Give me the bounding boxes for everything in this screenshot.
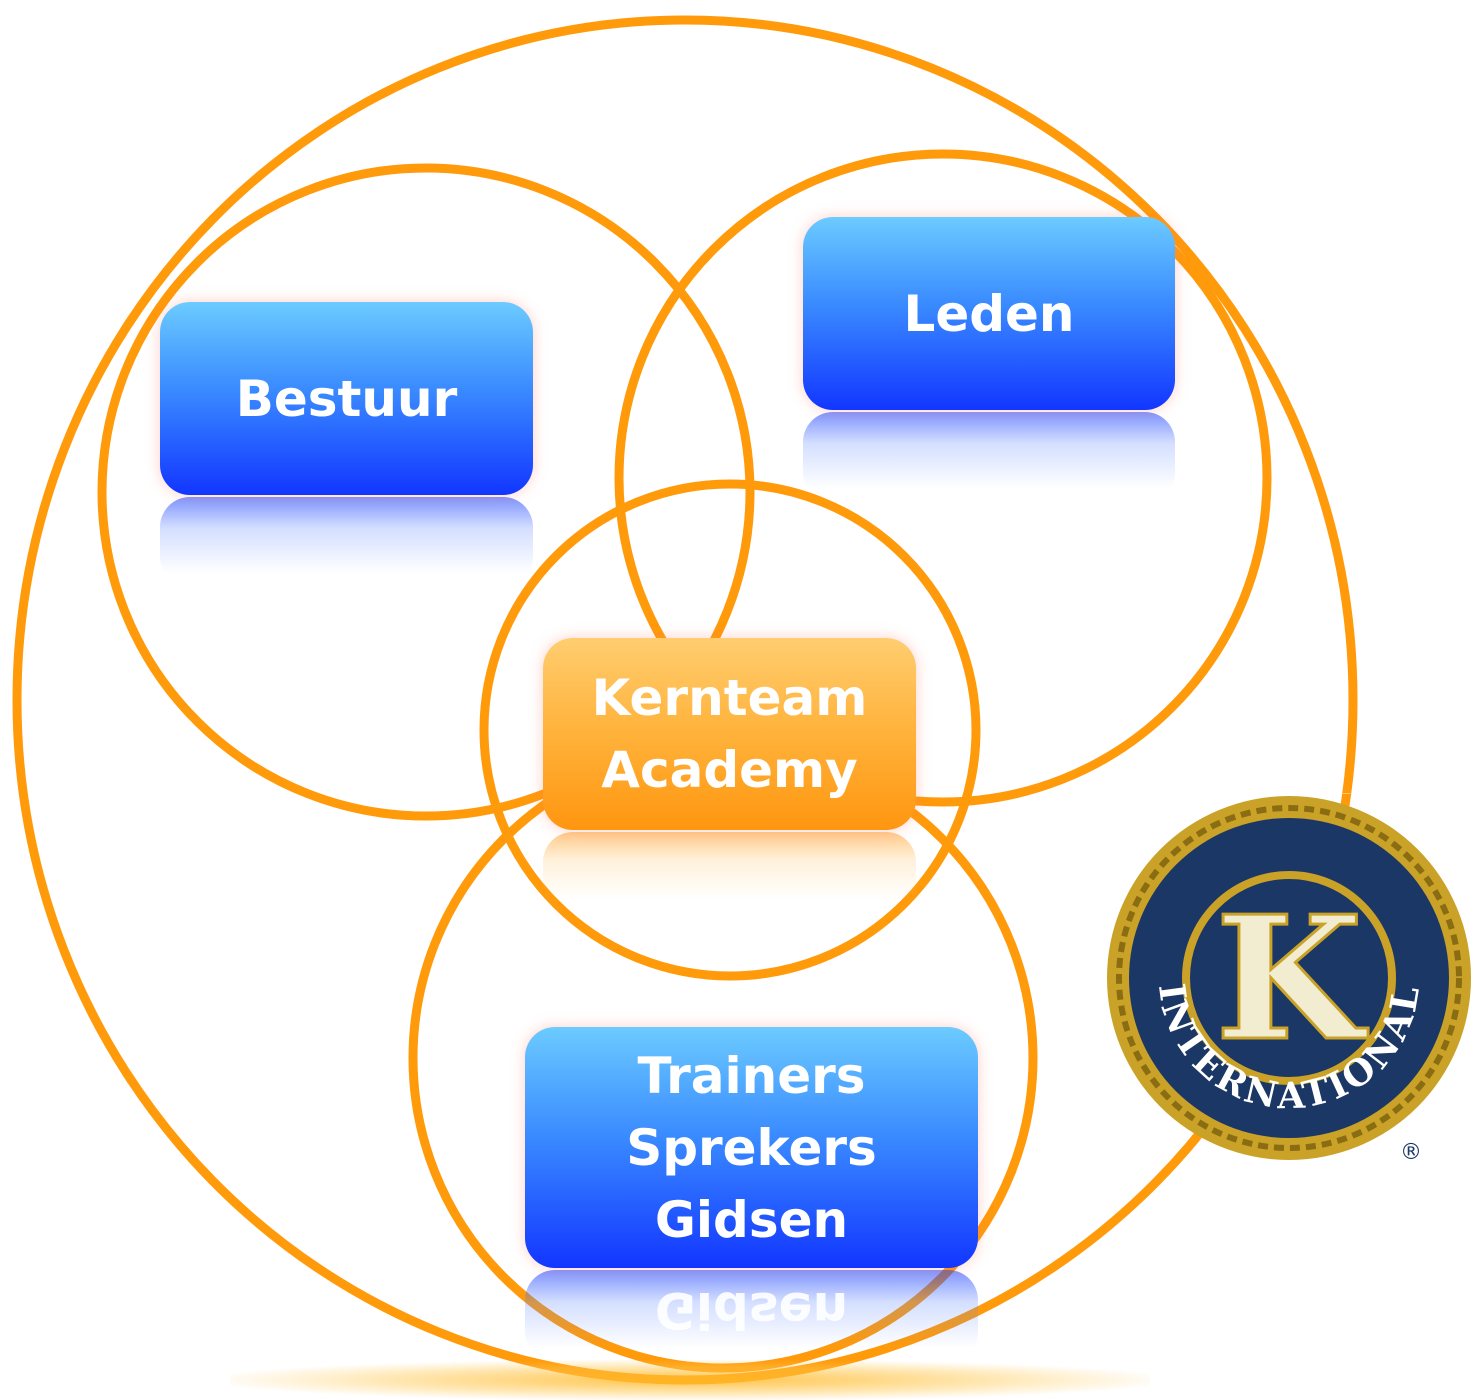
trainers-line-3: Gidsen [654,1190,849,1249]
bestuur-label: Bestuur [235,369,458,428]
trainers-reflection: Gidsen [525,1270,978,1362]
bottom-glow [230,1360,1150,1400]
trainers-line-1: Trainers [637,1046,866,1105]
leden-reflection [803,412,1175,502]
bestuur-box: Bestuur [160,302,533,495]
leden-circle [614,149,1272,807]
leden-box: Leden [803,217,1175,410]
kernteam-line-2: Academy [601,741,858,799]
trainers-reflection-line: Gidsen [654,1281,849,1339]
kernteam-circle [479,479,981,981]
trainers-line-2: Sprekers [626,1118,877,1177]
kernteam-line-1: Kernteam [591,669,868,727]
logo-registered-mark: ® [1400,1140,1422,1165]
trainers-reflection-text: Gidsen [655,1274,848,1346]
bestuur-reflection [160,497,533,587]
kernteam-reflection [543,832,916,912]
leden-label: Leden [903,284,1075,343]
trainers-box: Trainers Sprekers Gidsen [525,1027,978,1268]
bestuur-circle [97,163,755,821]
logo-letter: K [1215,879,1368,1079]
kiwanis-logo: KIWANIS INTERNATIONAL K ® [1104,793,1471,1165]
logo-top-text: KIWANIS [1104,793,1368,803]
kernteam-box: Kernteam Academy [543,638,916,830]
